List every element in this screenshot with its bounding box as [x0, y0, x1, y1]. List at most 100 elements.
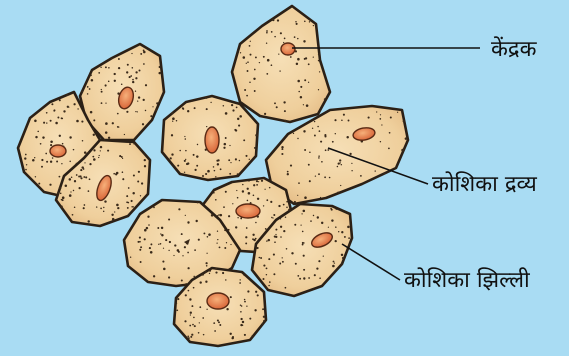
granule [91, 79, 94, 82]
granule [296, 63, 298, 65]
granule [116, 172, 119, 175]
granule [184, 136, 185, 137]
granule [176, 309, 178, 311]
granule [269, 281, 271, 283]
granule [309, 152, 311, 154]
granule [239, 115, 242, 118]
granule [252, 335, 254, 337]
granule [163, 248, 164, 249]
granule [51, 103, 53, 105]
granule [242, 184, 243, 185]
granule [203, 334, 205, 336]
granule [169, 241, 171, 243]
granule [280, 32, 282, 34]
granule [266, 30, 268, 32]
granule [298, 182, 300, 184]
granule [207, 236, 209, 238]
granule [184, 246, 186, 248]
granule [168, 250, 169, 251]
granule [173, 255, 174, 256]
granule [266, 42, 267, 43]
granule [318, 60, 320, 62]
granule [274, 102, 276, 104]
granule [148, 224, 150, 226]
granule [206, 265, 208, 267]
granule [268, 239, 270, 241]
granule [280, 226, 282, 228]
granule [69, 194, 72, 197]
granule [213, 322, 215, 324]
granule [324, 176, 326, 178]
granule [206, 108, 208, 110]
granule [321, 161, 323, 163]
granule [285, 287, 287, 289]
granule [302, 231, 304, 233]
granule [78, 176, 80, 178]
granule [323, 255, 324, 256]
granule [313, 25, 314, 26]
granule [176, 302, 178, 304]
granule [202, 175, 204, 177]
granule [205, 173, 207, 175]
granule [319, 130, 321, 132]
granule [85, 176, 87, 178]
granule [318, 155, 320, 157]
granule [310, 220, 312, 222]
granule [295, 263, 297, 265]
granule [284, 38, 286, 40]
granule [93, 134, 95, 136]
granule [137, 111, 138, 112]
granule [174, 244, 176, 246]
granule [117, 113, 119, 115]
granule [128, 187, 130, 189]
granule [253, 239, 255, 241]
granule [90, 111, 93, 114]
granule [241, 305, 243, 307]
granule [193, 317, 195, 319]
granule [129, 143, 131, 145]
granule [113, 173, 115, 175]
granule [103, 211, 104, 212]
granule [83, 176, 85, 178]
granule [246, 63, 247, 64]
granule [147, 216, 149, 218]
granule [145, 84, 147, 86]
granule [158, 244, 159, 245]
granule [273, 273, 275, 275]
granule [337, 166, 339, 168]
granule [235, 129, 237, 131]
nucleus [205, 127, 219, 153]
granule [235, 226, 237, 228]
granule [153, 207, 155, 209]
granule [205, 271, 207, 273]
granule [225, 191, 227, 193]
cytoplasm-label: कोशिका द्रव्य [432, 174, 537, 196]
granule [228, 229, 230, 231]
granule [247, 200, 249, 202]
granule [348, 120, 350, 122]
granule [333, 261, 335, 263]
granule [266, 32, 268, 34]
granule [348, 244, 350, 246]
granule [288, 209, 290, 211]
granule [283, 42, 284, 43]
granule [187, 252, 189, 254]
granule [247, 188, 249, 190]
granule [93, 119, 95, 121]
granule [256, 247, 258, 249]
granule [218, 321, 220, 323]
granule [239, 282, 241, 284]
granule [304, 79, 306, 81]
granule [114, 80, 116, 82]
granule [24, 157, 26, 159]
granule [277, 19, 279, 21]
granule [80, 169, 82, 171]
granule [215, 176, 216, 177]
granule [314, 121, 315, 122]
granule [63, 110, 65, 112]
granule [194, 169, 196, 171]
granule [144, 165, 146, 167]
granule [282, 257, 283, 258]
granule [26, 164, 27, 165]
granule [98, 72, 100, 74]
